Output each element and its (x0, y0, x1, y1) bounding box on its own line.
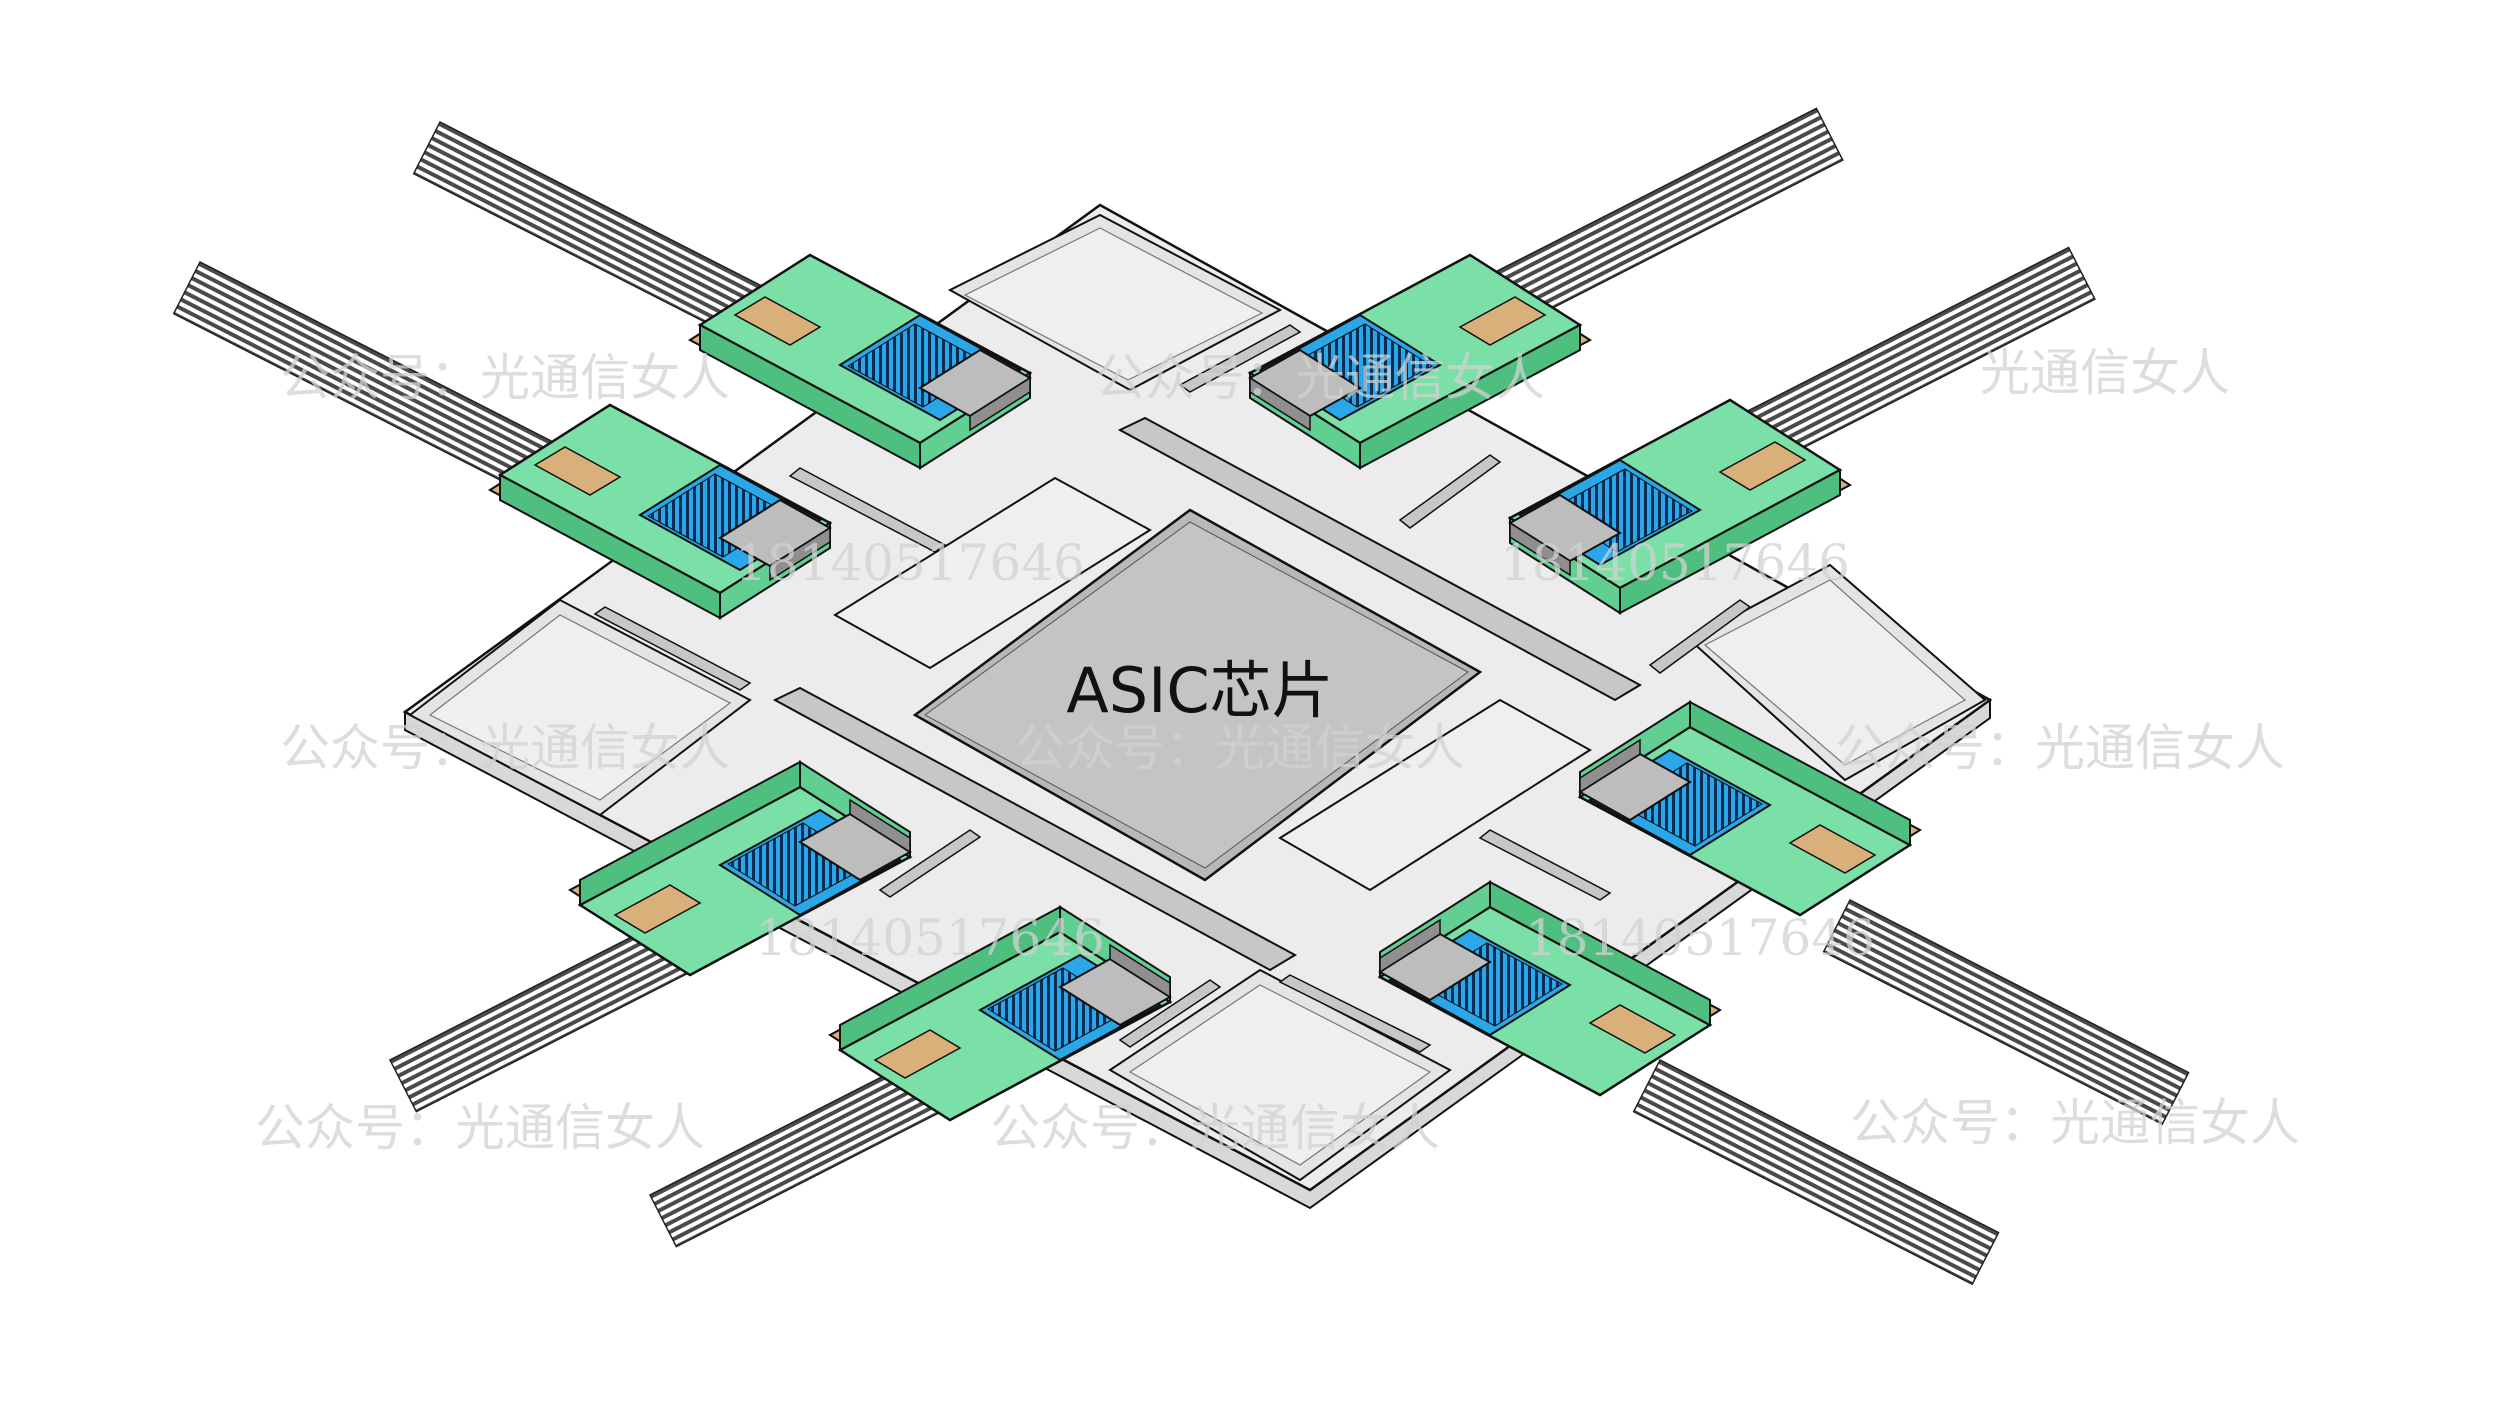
fiber-ribbon-icon (1822, 898, 2190, 1126)
asic-chip-label: ASIC芯片 (1066, 654, 1333, 727)
watermark-account: 公众号：光通信女人 (1850, 1094, 2300, 1152)
watermark-account: 公众号：光通信女人 (990, 1099, 1440, 1157)
watermark-phone: 18140517646 (1525, 909, 1875, 967)
substrate-pads (408, 213, 1987, 1182)
watermark-account: 公众号：光通信女人 (280, 719, 730, 777)
watermark-phone: 18140517646 (755, 909, 1105, 967)
watermarks: 公众号：光通信女人 公众号：光通信女人 光通信女人 公众号：光通信女人 公众号：… (255, 344, 2300, 1157)
watermark-account: 公众号：光通信女人 (280, 349, 730, 407)
asic-chip: ASIC芯片 (912, 508, 1483, 882)
fiber-ribbons (172, 107, 2190, 1286)
watermark-account-short: 光通信女人 (1980, 344, 2230, 402)
watermark-account: 公众号：光通信女人 (1835, 719, 2285, 777)
watermark-phone: 18140517646 (735, 534, 1085, 592)
watermark-account: 公众号：光通信女人 (1095, 349, 1545, 407)
watermark-account: 公众号：光通信女人 (255, 1099, 705, 1157)
fiber-ribbon-icon (1632, 1058, 2000, 1286)
substrate-slots (593, 324, 1752, 1053)
watermark-account: 公众号：光通信女人 (1015, 719, 1465, 777)
watermark-phone: 18140517646 (1500, 534, 1850, 592)
